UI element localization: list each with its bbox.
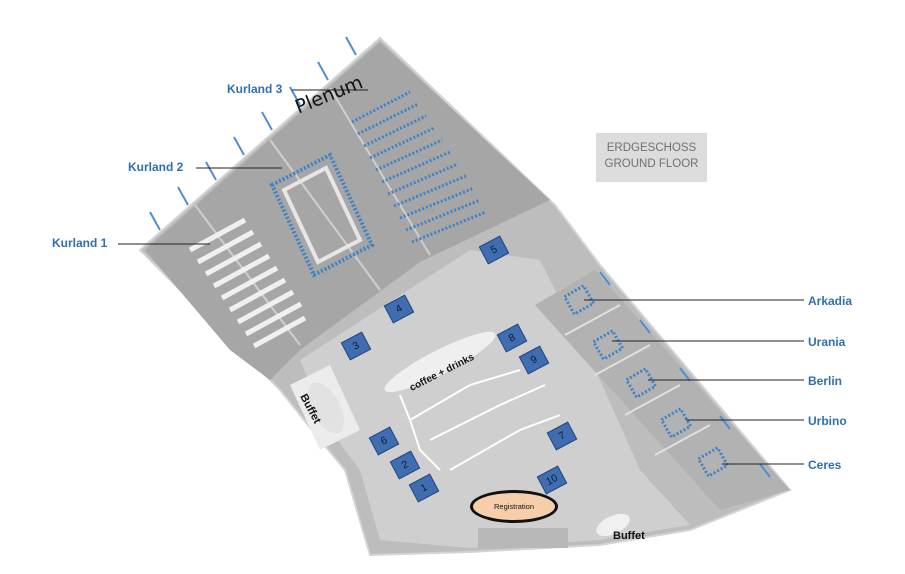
plenum-table-inner	[281, 165, 363, 265]
divider-kurland3	[329, 87, 431, 256]
buffet-left-table	[307, 382, 345, 434]
entrance-mat	[478, 528, 568, 548]
buffet-bottom-label: Buffet	[613, 530, 645, 542]
kurland3-seating	[351, 90, 487, 244]
floor-label-en: GROUND FLOOR	[604, 158, 699, 170]
registration-label: Registration	[493, 502, 535, 511]
central-walls	[399, 369, 561, 471]
meeting-rooms-block	[535, 270, 790, 510]
kurland1-seating	[188, 217, 307, 349]
plenum-table	[269, 152, 375, 278]
coffee-counter	[384, 331, 496, 393]
registration-desk[interactable]: Registration	[470, 490, 558, 523]
room-label-urania[interactable]: Urania	[808, 335, 846, 349]
room-label-kurland-1[interactable]: Kurland 1	[52, 236, 108, 250]
room-label-kurland-3[interactable]: Kurland 3	[227, 82, 283, 96]
floor-label-de: ERDGESCHOSS	[606, 142, 697, 154]
leader-lines	[118, 89, 804, 465]
hall-windows	[149, 36, 357, 231]
room-label-berlin[interactable]: Berlin	[808, 374, 843, 388]
buffet-bottom-table	[596, 513, 630, 537]
room-label-ceres[interactable]: Ceres	[808, 458, 842, 472]
room-label-kurland-2[interactable]: Kurland 2	[128, 160, 184, 174]
divider-kurland1-2	[194, 204, 301, 346]
room-label-arkadia[interactable]: Arkadia	[808, 294, 853, 308]
room-label-urbino[interactable]: Urbino	[808, 414, 847, 428]
meeting-room-tables	[562, 283, 730, 479]
floor-label: ERDGESCHOSS GROUND FLOOR	[596, 133, 707, 182]
divider-kurland2-3	[269, 139, 381, 291]
right-windows	[599, 271, 771, 478]
meeting-room-dividers	[564, 304, 711, 456]
